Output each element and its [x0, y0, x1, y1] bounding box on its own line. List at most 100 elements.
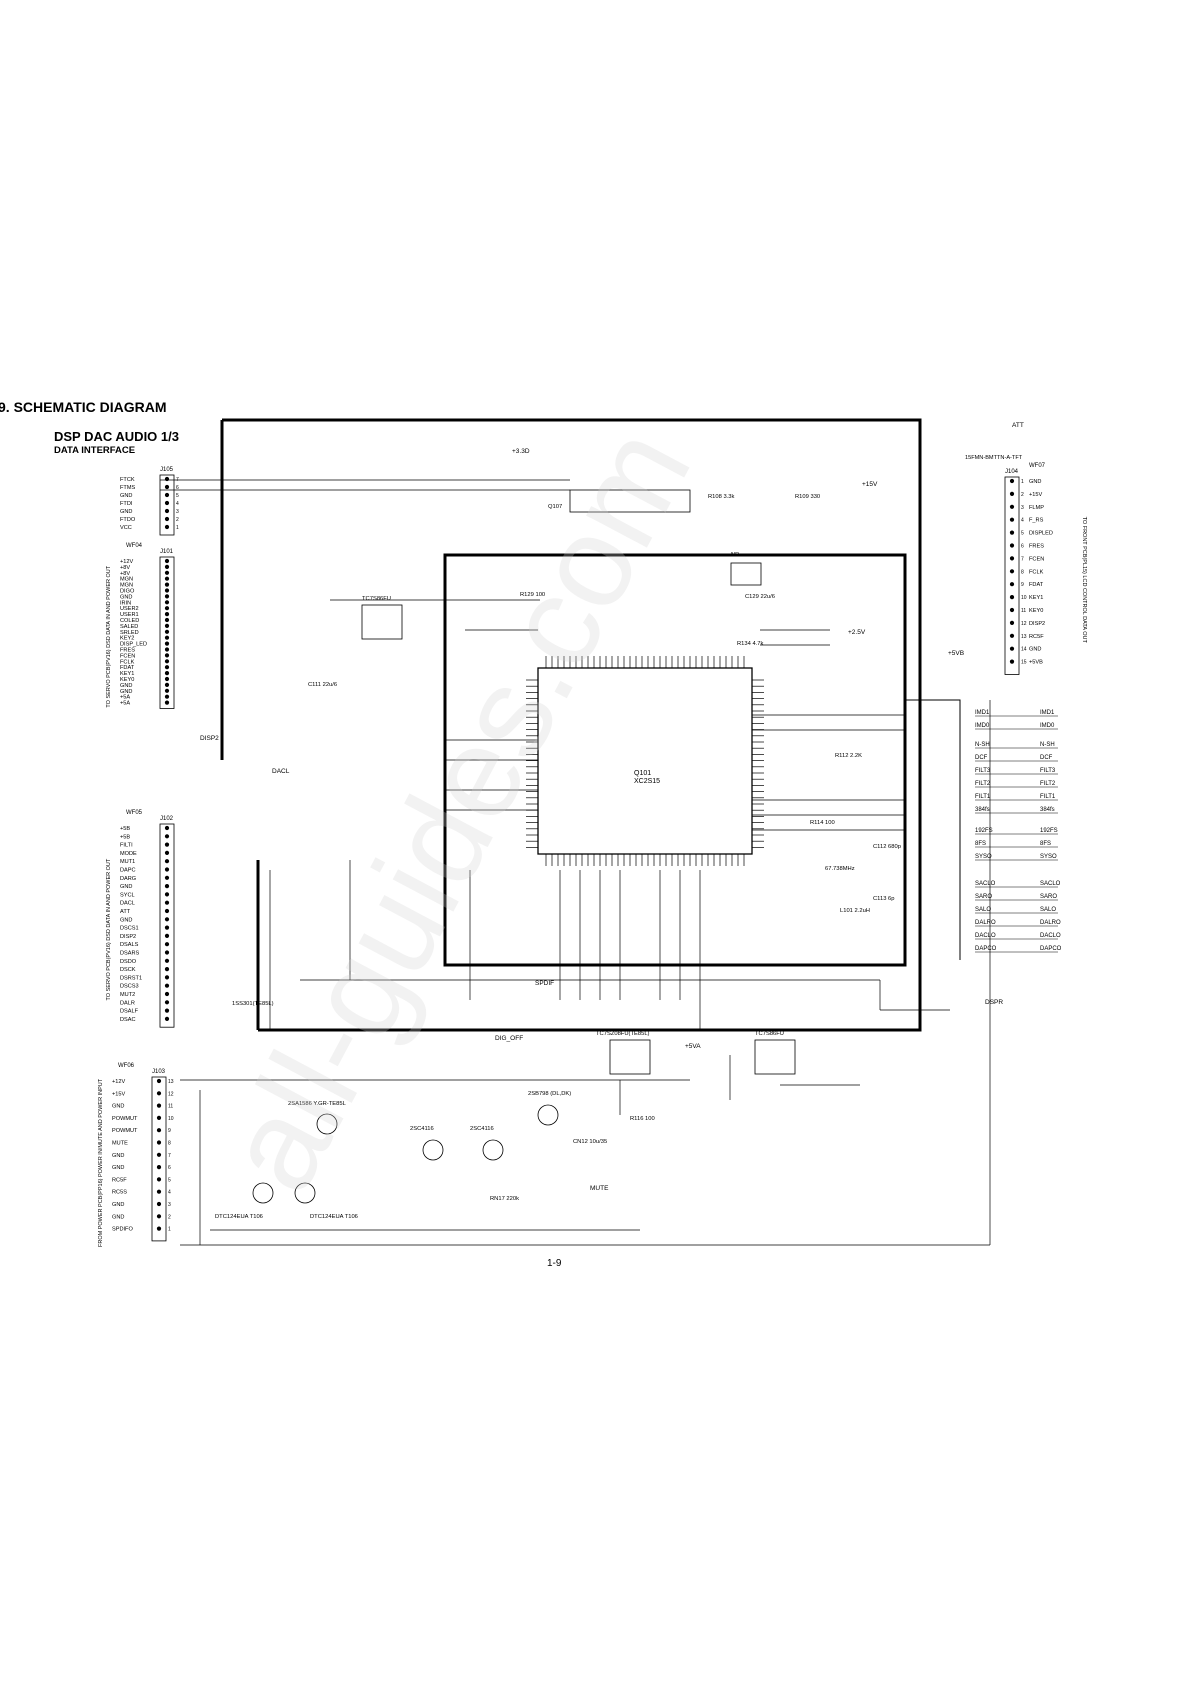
connector-j102: J102WF05+5B+5BFILTIMODEMUT1DAPCDARGGNDSY…: [106, 810, 175, 1028]
connector-pin: [1009, 646, 1015, 651]
connector-pin: [1009, 595, 1015, 600]
signal-right: DACLO: [1040, 933, 1061, 939]
signal-left: 192FS: [975, 828, 993, 834]
connector-pin: [164, 859, 170, 864]
sub-ics: [361, 489, 796, 1075]
connector-signal: FCEN: [120, 653, 135, 659]
connector-signal: MUT1: [120, 859, 135, 865]
connector-pin: [1009, 569, 1015, 574]
connector-signal: GND: [112, 1165, 124, 1171]
connector-pin-number: 4: [176, 501, 179, 507]
connector-wf: WF07: [1029, 463, 1046, 469]
signal-right: IMD0: [1040, 723, 1055, 729]
signal-right: 192FS: [1040, 828, 1058, 834]
connector-pin-number: 6: [176, 485, 179, 491]
connector-pin: [164, 967, 170, 972]
connector-pin: [164, 908, 170, 914]
signal-left: DALRO: [975, 920, 996, 926]
connector-signal: DARG: [120, 876, 136, 882]
connector-pin: [156, 1103, 162, 1108]
connector-pin: [1009, 659, 1015, 664]
signal-right: FILT3: [1040, 768, 1056, 774]
component-label: CN12 10u/35: [573, 1139, 607, 1145]
connector-j101: J101WF04+12V+8V+8VMGNMGNDIGOGNDIRINUSER2…: [106, 543, 175, 709]
connector-wf: WF05: [126, 810, 143, 816]
connector-pin: [164, 834, 170, 839]
signal-right: DAPCO: [1040, 946, 1062, 952]
diagram-title: DSP DAC AUDIO 1/3: [54, 429, 179, 444]
net-label: +2.5V: [848, 629, 866, 636]
connector-signal: F_RS: [1029, 518, 1044, 524]
connector-signal: DISPLED: [1029, 531, 1053, 537]
component-label: R108 3.3k: [708, 494, 735, 500]
section-title: 9. SCHEMATIC DIAGRAM: [0, 399, 167, 415]
signal-left: 384fs: [975, 807, 990, 813]
connector-signal: FILTI: [120, 843, 133, 849]
board-frame: [220, 418, 961, 1032]
connector-signal: DSCS3: [120, 984, 139, 990]
connector-signal: ATT: [120, 909, 131, 915]
connector-pin: [1009, 517, 1015, 522]
connector-pin: [156, 1140, 162, 1145]
connector-pin: [164, 884, 170, 889]
connector-pin-number: 10: [1021, 595, 1027, 601]
connector-pin: [164, 676, 170, 682]
connector-pin: [164, 612, 170, 617]
connector-pin: [164, 665, 170, 670]
connector-signal: MODE: [120, 851, 137, 857]
connector-pin: [164, 983, 170, 988]
signal-left: SACLO: [975, 881, 996, 887]
connector-signal: USER1: [120, 612, 139, 618]
connector-pin: [164, 635, 170, 640]
net-label: ATT: [1012, 422, 1024, 429]
connector-signal: FCLK: [120, 659, 135, 665]
connector-pin: [164, 892, 170, 897]
connector-signal: DSALS: [120, 942, 139, 948]
ic-pins: [526, 656, 764, 866]
connector-signal: GND: [120, 884, 132, 890]
connector-pin: [164, 564, 170, 570]
connector-signal: RC5F: [112, 1177, 127, 1183]
connector-signal: DSCS1: [120, 926, 139, 932]
connector-pin-number: 10: [168, 1116, 174, 1122]
connector-pin: [164, 925, 170, 930]
connector-signal: GND: [112, 1153, 124, 1159]
net-label: DIG_OFF: [495, 1035, 523, 1042]
connector-pin: [156, 1226, 162, 1231]
connector-signal: USER2: [120, 606, 139, 612]
fpga-ic: Q101 XC2S15: [537, 667, 753, 855]
connector-pin-number: 3: [168, 1202, 171, 1208]
connector-pin-number: 9: [1021, 582, 1024, 588]
connector-signal: RC5F: [1029, 634, 1044, 640]
connector-pin: [164, 647, 170, 652]
connector-pin: [164, 588, 170, 593]
page-number: 1-9: [547, 1258, 562, 1269]
connector-pin-number: 11: [1021, 608, 1026, 614]
connector-signal: KEY1: [1029, 595, 1043, 601]
connector-signal: DACL: [120, 901, 135, 907]
connector-pin: [164, 617, 170, 623]
connector-pin-number: 11: [168, 1104, 173, 1110]
connector-pin-number: 6: [1021, 544, 1024, 550]
signal-right: DALRO: [1040, 920, 1061, 926]
connector-signal: MUT2: [120, 992, 135, 998]
connector-pin-number: 4: [168, 1190, 171, 1196]
connector-signal: FRES: [120, 648, 135, 654]
connector-signal: GND: [120, 493, 132, 499]
connector-signal: VCC: [120, 525, 132, 531]
connector-pin-number: 5: [176, 493, 179, 499]
diagram-subtitle: DATA INTERFACE: [54, 445, 136, 456]
connector-pin: [164, 629, 170, 634]
connector-signal: FTDO: [120, 517, 136, 523]
connector-pin: [164, 570, 170, 575]
component-label: TC7SZ08FU(TE85L): [596, 1031, 650, 1037]
connector-signal: +5VB: [1029, 660, 1043, 666]
connector-signal: GND: [1029, 647, 1041, 653]
ic-part: XC2S15: [634, 778, 660, 785]
connector-signal: FCLK: [1029, 569, 1044, 575]
connector-pin-number: 12: [168, 1091, 174, 1097]
component-labels: TC7S86FUNPTC7SZ08FU(TE85L)TC7S86FUQ10767…: [215, 494, 901, 1220]
connector-pin: [164, 1000, 170, 1005]
